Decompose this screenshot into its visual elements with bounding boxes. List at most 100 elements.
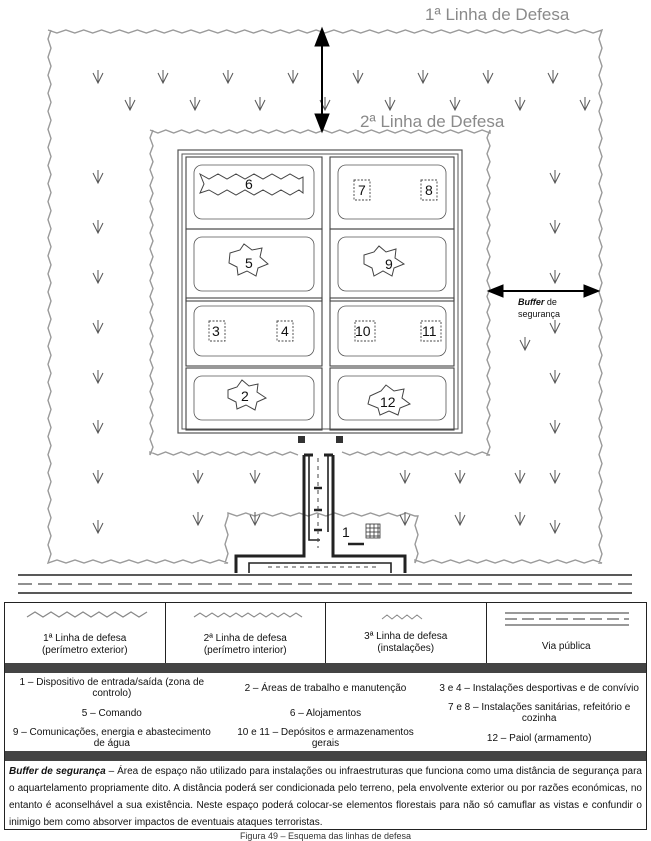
legend: 1ª Linha de defesa (perímetro exterior) … [4, 602, 647, 830]
tree-icon [514, 470, 526, 485]
tree-icon [92, 520, 104, 535]
building-block-inner [337, 236, 447, 292]
label-6: 6 [245, 176, 253, 192]
tree-icon [92, 320, 104, 335]
tree-icon [92, 420, 104, 435]
building-block-inner [337, 305, 447, 357]
outer-perimeter [46, 28, 604, 565]
legend-line1-symbol [26, 611, 148, 618]
legend-road-title: Via pública [541, 641, 591, 652]
buffer-text: – Área de espaço não utilizado para inst… [9, 766, 642, 828]
label-7: 7 [358, 182, 366, 198]
legend-divider-2 [5, 751, 646, 761]
legend-line2-title: 2ª Linha de defesa [203, 633, 287, 644]
tree-icon [192, 470, 204, 485]
tree-icon [189, 97, 201, 112]
building-block [185, 228, 323, 302]
building-block-inner [337, 375, 447, 421]
tree-icon [92, 220, 104, 235]
legend-line1-sub: (perímetro exterior) [41, 645, 128, 656]
tree-icon [579, 97, 591, 112]
building-block-inner [193, 305, 315, 357]
tree-icon [514, 97, 526, 112]
legend-item-10-11: 10 e 11 – Depósitos e armazenamentos ger… [237, 727, 414, 749]
building-block-inner [337, 164, 447, 220]
tree-icon [482, 70, 494, 85]
tree-icon [92, 270, 104, 285]
line1-title: 1ª Linha de Defesa [425, 5, 570, 24]
building-blocks [185, 156, 455, 431]
legend-item-7-8: 7 e 8 – Instalações sanitárias, refeitór… [448, 702, 631, 724]
legend-line3-title: 3ª Linha de defesa [364, 631, 448, 642]
building-block [329, 156, 455, 230]
tree-icon [549, 320, 561, 335]
legend-item-9: 9 – Comunicações, energia e abasteciment… [12, 727, 211, 749]
inner-perimeter [149, 129, 491, 456]
tree-icon [547, 70, 559, 85]
small-building-boxes [208, 179, 442, 342]
access-road-inner [248, 455, 392, 573]
legend-line3-sub: (instalações) [377, 643, 435, 654]
label-1: 1 [342, 524, 350, 540]
tree-icon [399, 470, 411, 485]
label-8: 8 [425, 182, 433, 198]
tree-icon [549, 220, 561, 235]
tree-icon [192, 512, 204, 527]
tree-icon [92, 70, 104, 85]
tree-icon [454, 512, 466, 527]
building-block [185, 297, 323, 367]
tree-icon [549, 270, 561, 285]
building-block-inner [193, 375, 315, 421]
tree-icon [222, 70, 234, 85]
building-block [185, 156, 323, 230]
building-block-inner [193, 164, 315, 220]
tree-icon [92, 370, 104, 385]
legend-line3: 3ª Linha de defesa (instalações) [326, 603, 487, 663]
compound-outer [177, 149, 463, 434]
legend-line2: 2ª Linha de defesa (perímetro interior) [166, 603, 326, 663]
defense-lines-diagram: 1ª Linha de Defesa 2ª Linha de Defesa Bu… [18, 5, 632, 594]
legend-item-2: 2 – Áreas de trabalho e manutenção [244, 682, 407, 694]
tree-icon [92, 170, 104, 185]
control-building [365, 523, 381, 539]
tree-icon [417, 70, 429, 85]
tree-icon [254, 97, 266, 112]
building-6-zigzag [199, 172, 304, 196]
buffer-label: Buffer de [518, 297, 557, 307]
buffer-term: Buffer de segurança [9, 766, 106, 777]
buffer-arrow [486, 284, 601, 298]
tree-icon [384, 97, 396, 112]
access-road [234, 453, 407, 573]
legend-divider-1 [5, 663, 646, 673]
building-block [185, 367, 323, 431]
building-block-inner [193, 236, 315, 292]
legend-line2-sub: (perímetro interior) [203, 645, 287, 656]
figure-caption: Figura 49 – Esquema das linhas de defesa [239, 831, 412, 841]
gate-post-left [298, 436, 305, 443]
tree-icon [549, 170, 561, 185]
tree-icon [249, 470, 261, 485]
label-5: 5 [245, 255, 253, 271]
road-dashes [268, 458, 380, 568]
label-9: 9 [385, 256, 393, 272]
legend-line-types: 1ª Linha de defesa (perímetro exterior) … [5, 603, 646, 663]
line2-title: 2ª Linha de Defesa [360, 112, 505, 131]
tree-icon [92, 470, 104, 485]
legend-line1-title: 1ª Linha de defesa [43, 633, 127, 644]
tree-icon [519, 337, 531, 352]
tree-icon [514, 512, 526, 527]
buffer-label-line2: segurança [518, 309, 560, 319]
building-star-shapes [227, 243, 412, 416]
tree-icon [157, 70, 169, 85]
building-block [329, 297, 455, 367]
legend-road-symbol [504, 612, 629, 626]
label-4: 4 [281, 323, 289, 339]
tree-icon [549, 470, 561, 485]
label-11: 11 [422, 323, 437, 339]
legend-item-12: 12 – Paiol (armamento) [486, 732, 592, 744]
label-12: 12 [380, 394, 396, 410]
legend-line2-symbol [193, 612, 302, 618]
tree-icon [352, 70, 364, 85]
legend-line3-symbol [381, 614, 423, 620]
legend-item-6: 6 – Alojamentos [289, 707, 362, 719]
